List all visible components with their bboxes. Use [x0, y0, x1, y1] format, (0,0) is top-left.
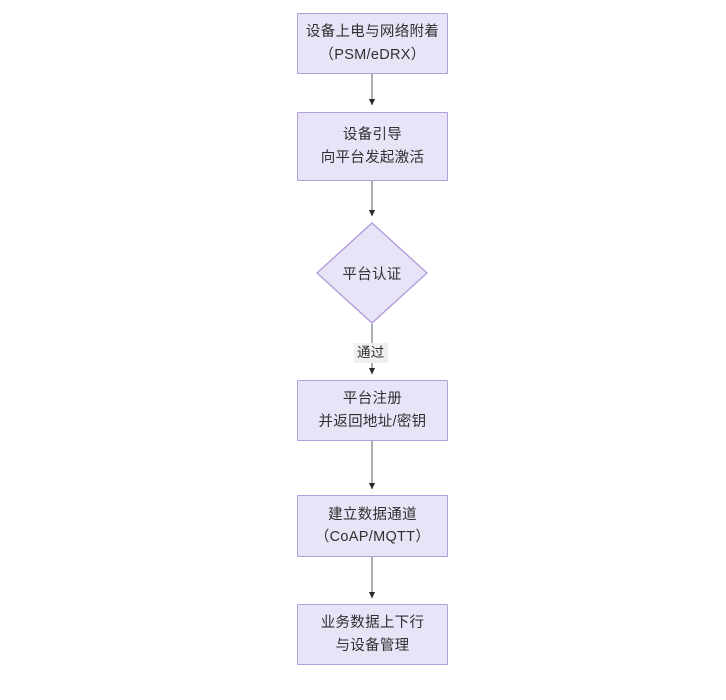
- node-platform-authentication[interactable]: 平台认证: [316, 222, 428, 324]
- node-label: 建立数据通道 （CoAP/MQTT）: [314, 506, 431, 545]
- node-label: 平台注册 并返回地址/密钥: [318, 391, 427, 430]
- node-platform-registration[interactable]: 平台注册 并返回地址/密钥: [297, 380, 448, 441]
- edge-label-pass: 通过: [354, 343, 388, 363]
- edge-label-text: 通过: [357, 345, 385, 360]
- node-label: 设备引导 向平台发起激活: [320, 127, 425, 166]
- node-label: 业务数据上下行 与设备管理: [320, 615, 425, 654]
- node-establish-data-channel[interactable]: 建立数据通道 （CoAP/MQTT）: [297, 495, 448, 557]
- node-business-data-and-device-management[interactable]: 业务数据上下行 与设备管理: [297, 604, 448, 665]
- node-device-power-on[interactable]: 设备上电与网络附着 （PSM/eDRX）: [297, 13, 448, 74]
- node-label: 平台认证: [342, 266, 402, 283]
- node-device-bootstrap[interactable]: 设备引导 向平台发起激活: [297, 112, 448, 181]
- node-label: 设备上电与网络附着 （PSM/eDRX）: [305, 24, 440, 63]
- diamond-shape: [316, 222, 428, 324]
